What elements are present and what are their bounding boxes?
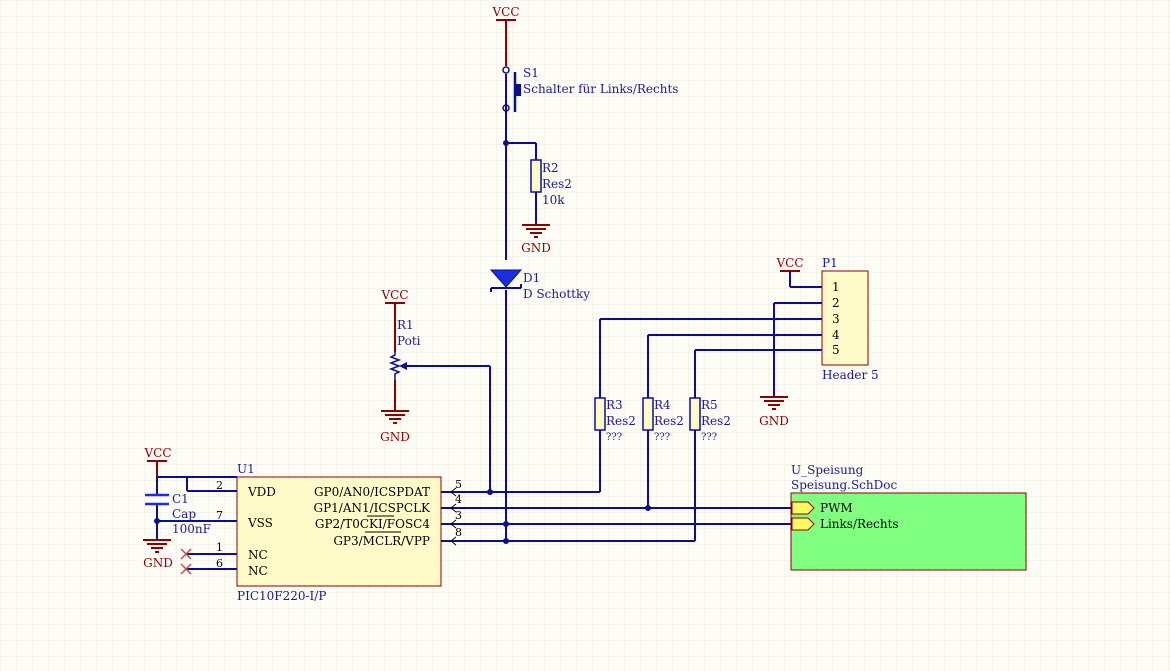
- vcc-port-r1[interactable]: VCC: [380, 288, 409, 352]
- junction-dot: [503, 521, 509, 527]
- c1-designator: C1: [172, 492, 189, 506]
- r4-designator: R4: [654, 398, 671, 412]
- vcc-label: VCC: [380, 288, 408, 302]
- r2-designator: R2: [542, 161, 559, 175]
- u1-pin-number: 7: [216, 509, 223, 522]
- sheet-symbol-speisung[interactable]: U_Speisung Speisung.SchDoc PWM Links/Rec…: [790, 463, 1027, 571]
- d1-designator: D1: [523, 271, 540, 285]
- s1-designator: S1: [523, 66, 539, 80]
- sheet-designator: U_Speisung: [791, 463, 864, 477]
- p1-pin-number: 2: [832, 296, 840, 310]
- sheet-port-label: Links/Rechts: [820, 517, 899, 531]
- junction-dot: [503, 140, 509, 146]
- vcc-label: VCC: [491, 5, 519, 19]
- d1-comment: D Schottky: [523, 287, 590, 301]
- sheet-entry-pwm: [791, 501, 815, 515]
- p1-pin-number: 4: [832, 328, 840, 342]
- u1-pin-name: GP0/AN0/ICSPDAT: [314, 485, 430, 499]
- vcc-port-c1[interactable]: VCC: [143, 446, 172, 477]
- u1-pin-number: 5: [455, 478, 462, 491]
- u1-pin-number: 1: [216, 541, 223, 554]
- u1-io-arrows: [450, 487, 457, 546]
- c1-value: 100nF: [172, 522, 211, 536]
- resistor-r4[interactable]: R4 Res2 ???: [642, 397, 684, 443]
- r5-comment: Res2: [701, 414, 731, 428]
- u1-pin-number: 8: [455, 526, 462, 539]
- vcc-label: VCC: [143, 446, 171, 460]
- u1-pin-name: GP2/T0CKI/FOSC4: [315, 517, 430, 531]
- gnd-port-p1[interactable]: [760, 396, 788, 410]
- c1-comment: Cap: [172, 507, 196, 521]
- resistor-r3[interactable]: R3 Res2 ???: [594, 397, 636, 443]
- r4-value: ???: [654, 432, 670, 443]
- r2-value: 10k: [542, 193, 565, 207]
- u1-pin-number: 6: [216, 557, 223, 570]
- vcc-port-s1[interactable]: VCC: [491, 5, 520, 66]
- junction-dot: [503, 538, 509, 544]
- u1-pin-name: NC: [248, 564, 268, 578]
- gnd-label: GND: [759, 414, 789, 428]
- u1-pin-number: 2: [216, 479, 223, 492]
- p1-pin-number: 5: [832, 343, 840, 357]
- vcc-label: VCC: [775, 256, 803, 270]
- gnd-label: GND: [521, 241, 551, 255]
- p1-designator: P1: [822, 256, 838, 270]
- r5-designator: R5: [701, 398, 718, 412]
- u1-pin-name: NC: [248, 548, 268, 562]
- junction-dot: [154, 518, 160, 524]
- u1-pin-number: 3: [455, 509, 462, 522]
- sheet-port-label: PWM: [820, 501, 853, 515]
- u1-designator: U1: [237, 462, 255, 476]
- u1-pin-name: GP1/AN1/ICSPCLK: [313, 501, 431, 515]
- r5-value: ???: [701, 432, 717, 443]
- r1-designator: R1: [397, 318, 414, 332]
- switch-s1[interactable]: S1 Schalter für Links/Rechts: [502, 66, 678, 112]
- gnd-port-r2[interactable]: [522, 222, 550, 238]
- resistor-r2[interactable]: R2 Res2 10k: [530, 159, 572, 207]
- gnd-port-c1[interactable]: [143, 539, 171, 553]
- capacitor-c1[interactable]: C1 Cap 100nF: [145, 492, 211, 536]
- p1-pin-number: 1: [832, 280, 840, 294]
- r2-comment: Res2: [542, 177, 572, 191]
- p1-pin-number: 3: [832, 312, 840, 326]
- ic-u1[interactable]: U1 PIC10F220-I/P 2 7 1 6 VDD VSS NC NC 5…: [216, 462, 465, 603]
- u1-pin-name: GP3/MCLR/VPP: [333, 534, 430, 548]
- r1-comment: Poti: [397, 334, 421, 348]
- diode-d1[interactable]: D1 D Schottky: [489, 269, 590, 301]
- junction-dot: [645, 505, 651, 511]
- r3-designator: R3: [606, 398, 623, 412]
- gnd-label: GND: [143, 556, 173, 570]
- gnd-port-r1[interactable]: [381, 380, 409, 424]
- u1-pin-number: 4: [455, 493, 462, 506]
- r3-value: ???: [606, 432, 622, 443]
- no-connect-markers: [180, 548, 192, 575]
- header-p1[interactable]: P1 1 2 3 4 5 Header 5: [821, 256, 879, 382]
- r3-comment: Res2: [606, 414, 636, 428]
- sheet-filename: Speisung.SchDoc: [791, 478, 897, 492]
- u1-comment: PIC10F220-I/P: [237, 589, 326, 603]
- p1-comment: Header 5: [822, 368, 879, 382]
- r4-comment: Res2: [654, 414, 684, 428]
- resistor-r5[interactable]: R5 Res2 ???: [689, 397, 731, 443]
- vcc-port-p1[interactable]: VCC: [775, 256, 804, 272]
- junctions: [154, 140, 651, 544]
- potentiometer-r1[interactable]: R1 Poti: [388, 318, 421, 380]
- u1-pin-name: VDD: [247, 485, 276, 499]
- s1-comment: Schalter für Links/Rechts: [523, 82, 678, 96]
- sheet-entry-links-rechts: [791, 517, 815, 531]
- u1-pin-name: VSS: [247, 516, 273, 530]
- gnd-label: GND: [380, 430, 410, 444]
- junction-dot: [487, 489, 493, 495]
